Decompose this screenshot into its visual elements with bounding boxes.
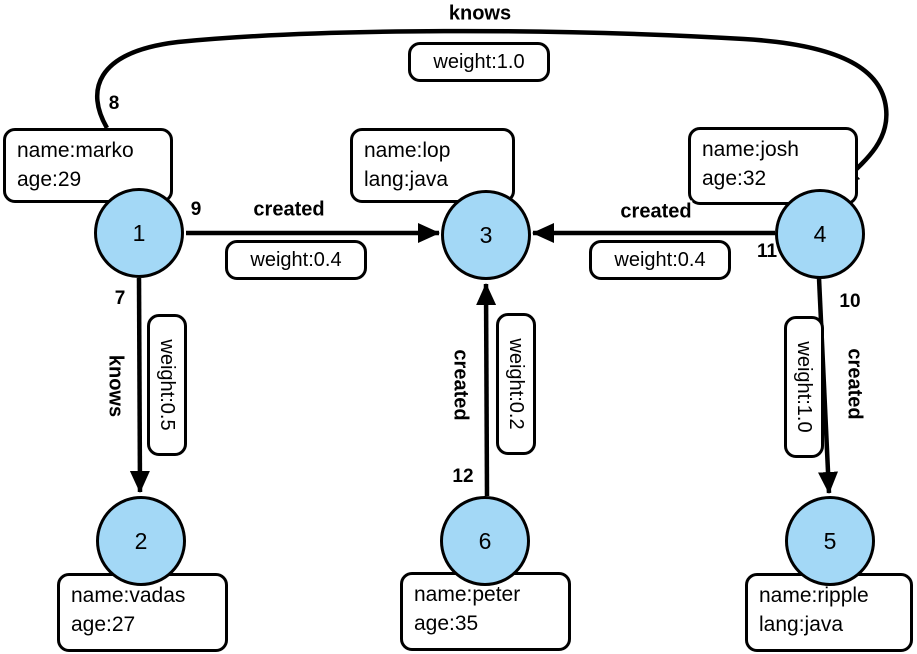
edge-8-weight-box: weight:1.0: [408, 42, 550, 82]
edge-12-weight-box: weight:0.2: [496, 313, 536, 455]
edge-8-label: knows: [448, 2, 512, 25]
node-6-id: 6: [478, 527, 492, 554]
node-1-id: 1: [132, 219, 146, 246]
node-1-circle: 1: [94, 188, 184, 278]
node-3-id: 3: [479, 221, 493, 248]
property-line: age:29: [17, 168, 82, 191]
edge-10-label: created: [843, 348, 866, 420]
property-line: lang:java: [364, 168, 449, 191]
property-line: name:marko: [17, 139, 134, 162]
edge-10-weight-box: weight:1.0: [784, 316, 824, 458]
property-line: lang:java: [759, 613, 844, 636]
property-line: name:vadas: [71, 584, 186, 607]
edge-11-id: 11: [756, 241, 778, 262]
edge-12-id: 12: [452, 466, 474, 487]
edge-7-id: 7: [114, 288, 126, 309]
edge-9-weight-box: weight:0.4: [225, 240, 367, 280]
edge-7-weight-box: weight:0.5: [147, 314, 187, 456]
node-5-circle: 5: [785, 496, 875, 586]
property-line: name:ripple: [759, 584, 869, 607]
property-line: name:josh: [702, 138, 799, 161]
node-2-properties: name:vadas age:27: [57, 573, 228, 652]
property-line: name:lop: [364, 139, 451, 162]
edge-9-id: 9: [190, 199, 202, 220]
node-2-id: 2: [134, 527, 148, 554]
edge-12-label: created: [449, 349, 472, 421]
edge-12-created-line: [476, 283, 497, 497]
edge-7-knows-line: [129, 277, 150, 493]
edge-10-id: 10: [839, 291, 861, 312]
property-line: age:32: [702, 167, 767, 190]
edge-8-id: 8: [108, 93, 120, 114]
node-3-circle: 3: [441, 190, 531, 280]
edge-11-weight-box: weight:0.4: [589, 240, 731, 280]
node-4-circle: 4: [775, 189, 865, 279]
node-6-circle: 6: [440, 496, 530, 586]
property-line: age:35: [414, 612, 479, 635]
node-2-circle: 2: [96, 496, 186, 586]
property-line: name:peter: [414, 583, 521, 606]
node-5-id: 5: [823, 527, 837, 554]
node-5-properties: name:ripple lang:java: [745, 573, 913, 652]
property-line: age:27: [71, 613, 136, 636]
edge-9-label: created: [253, 198, 325, 221]
edge-11-label: created: [620, 200, 692, 223]
node-4-id: 4: [813, 220, 827, 247]
edge-7-label: knows: [104, 354, 127, 418]
